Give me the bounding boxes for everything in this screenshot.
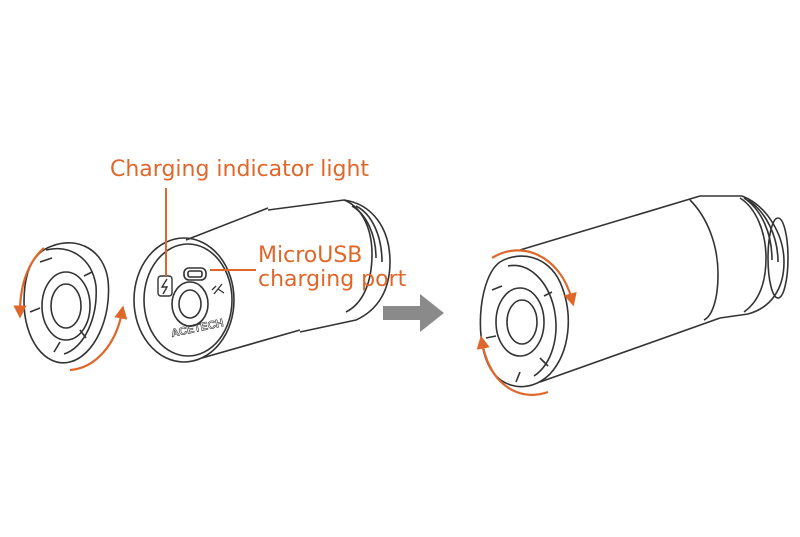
leader-lines — [165, 188, 256, 276]
lightning-icon — [157, 275, 173, 297]
charging-indicator-label: Charging indicator light — [110, 157, 370, 182]
process-arrow-icon — [383, 294, 444, 332]
open-device-body — [133, 199, 391, 363]
assembled-device — [479, 195, 789, 388]
rotate-arrow-icon — [476, 249, 577, 396]
microusb-label: MicroUSB — [258, 243, 363, 268]
charging-port-label: charging port — [258, 267, 407, 292]
detached-end-cap — [23, 242, 110, 364]
usb-icon — [211, 283, 225, 295]
rotate-arrow-icon — [13, 247, 128, 372]
